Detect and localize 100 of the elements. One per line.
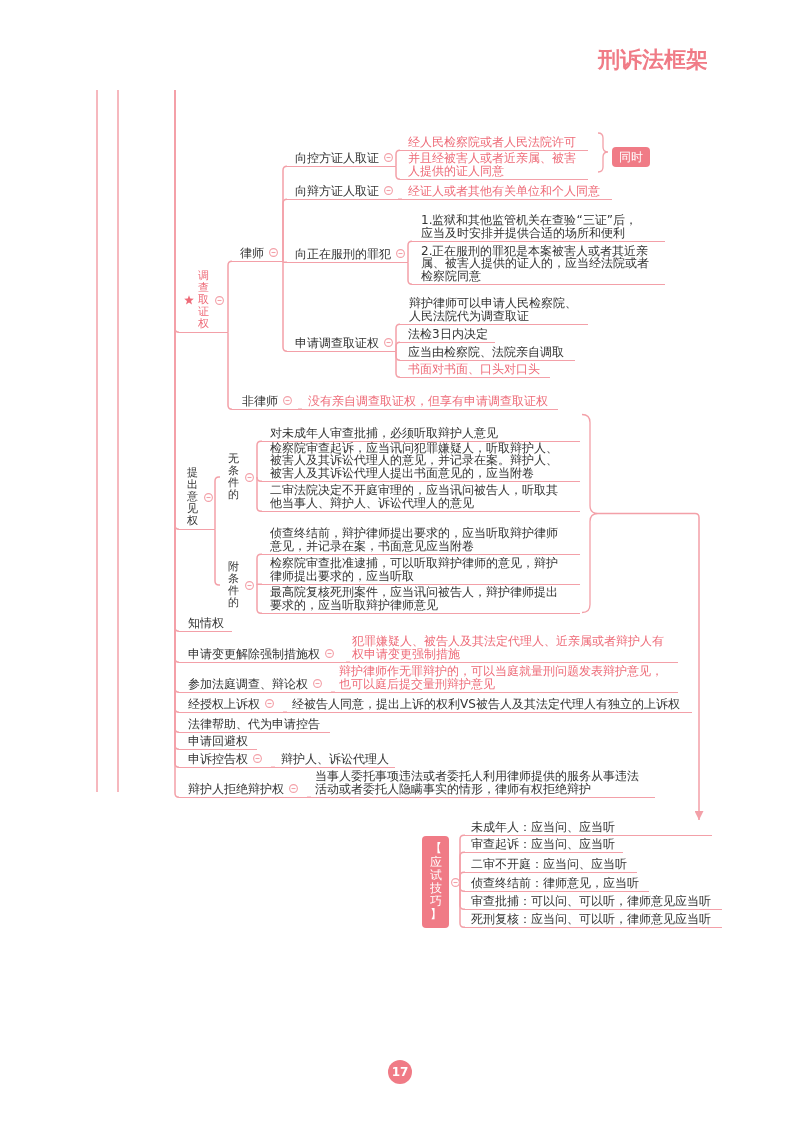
connector-line [227,331,233,410]
connector-line [345,661,351,663]
topic-text: 检察院审查批准逮捕，可以听取辩护律师的意见，辩护律师提出要求的，应当听取 [270,557,559,582]
topic-text: 二审不开庭：应当问、应当听 [471,857,627,870]
topic-branch [232,244,283,262]
topic-branch [287,246,408,263]
topic-text: 二审法院决定不开庭审理的，应当讯问被告人，听取其他当事人、辩护人、诉讼代理人的意见 [270,484,559,509]
topic-branch [311,770,655,798]
topic-branch [179,268,228,333]
topic-branch [465,838,623,853]
topic-text: 法检3日内决定 [408,327,488,340]
connector-line [395,341,401,352]
connector-line [282,260,288,352]
topic-text: 审查批捕：可以问、可以听，律师意见应当听 [471,894,711,907]
curly-brace [582,413,598,614]
topic-branch [262,425,580,442]
topic-text: 知情权 [188,616,224,629]
topic-branch [262,557,580,585]
topic-text: 1.监狱和其他监管机关在查验“三证”后，应当及时安排并提供合适的场所和便利 [421,214,638,239]
page-number: 17 [388,1060,412,1084]
topic-branch [400,327,495,343]
topic-text: 申诉控告权 [188,752,248,765]
page-title: 刑诉法框架 [598,46,708,74]
topic-text: 申请调查取证权 [295,336,379,349]
topic-branch [262,443,580,482]
topic-branch [179,616,232,632]
vertical-text: 无条件的 [228,452,239,502]
topic-text: 检察院审查起诉，应当讯问犯罪嫌疑人，听取辩护人、被害人及其诉讼代理人的意见，并记录在案。辩护人、被害人及其诉讼代理人提出书面意见的，应当附卷 [270,441,559,479]
topic-text: 向正在服刑的罪犯 [295,247,391,260]
connector-line [395,165,401,180]
connector-line [227,260,233,333]
topic-text: 非律师 [242,394,278,407]
topic-text: 辩护人拒绝辩护权 [188,782,284,795]
connector-line [282,260,288,263]
connector-line [214,476,221,530]
topic-text: 侦查终结前，辩护律师提出要求的，应当听取辩护律师意见，并记录在案，书面意见应当附卷 [270,527,559,552]
topic-branch [465,875,649,892]
topic-text: 经人民检察院或者人民法院许可 [408,135,576,148]
topic-text: 未成年人：应当问、应当听 [471,820,615,833]
topic-branch [287,696,692,713]
topic-branch [350,636,678,663]
topic-text: 2.正在服刑的罪犯是本案被害人或者其近亲属、被害人提供的证人的，应当经法院或者检察院同意 [421,244,650,282]
topic-text: 没有亲自调查取证权，但享有申请调查取证权 [308,394,548,407]
connector-line [407,240,413,263]
topic-text: 向辩方证人取证 [295,184,379,197]
topic-text: 申请变更解除强制措施权 [188,647,320,660]
topic-branch [262,527,580,555]
connector-line [330,691,336,693]
topic-branch [179,676,331,693]
topic-text: 辩护律师作无罪辩护的，可以当庭就量刑问题发表辩护意见，也可以庭后提交量刑辩护意见 [339,665,664,690]
topic-text: 书面对书面、口头对口头 [408,362,540,375]
topic-text: 辩护律师可以申请人民检察院、人民法院代为调查取证 [409,297,578,322]
topic-branch [400,151,588,180]
connector-line [407,261,413,285]
topic-branch [262,484,580,512]
topic-branch [412,212,665,242]
topic-branch [275,752,395,768]
topic-branch [465,856,637,873]
topic-branch [400,345,575,361]
topic-branch [232,393,298,410]
topic-branch [262,586,580,614]
topic-text: 辩护人、诉讼代理人 [281,752,389,765]
topic-text: 对未成年人审查批捕，必须听取辩护人意见 [270,426,498,439]
topic-branch [179,646,346,663]
connector-line [256,553,263,586]
topic-branch [400,296,588,325]
topic-text: 犯罪嫌疑人、被告人及其法定代理人、近亲属或者辩护人有权申请变更强制措施 [352,635,665,660]
connector-line [459,871,466,883]
topic-text: 最高院复核死刑案件，应当讯问被告人，辩护律师提出要求的，应当听取辩护律师意见 [270,586,559,611]
topic-text: 应当由检察院、法院亲自调取 [408,345,564,358]
connector-line [397,198,403,200]
topic-text: 审查起诉：应当问、应当听 [471,837,615,850]
topic-branch [402,183,612,200]
topic-text: 向控方证人取证 [295,151,379,164]
connector-line [282,198,288,262]
connector-line [297,408,303,410]
vertical-text: 调查取证权 [198,269,209,331]
topic-branch [287,335,396,352]
vertical-text: 附条件的 [228,560,239,610]
topic-text: 律师 [240,246,264,259]
topic-text: 法律帮助、代为申请控告 [188,717,320,730]
summary-tag: 同时 [612,147,650,167]
topic-branch [412,243,665,285]
topic-branch [179,716,330,733]
topic-branch [465,820,712,836]
topic-text: 参加法庭调查、辩论权 [188,677,308,690]
topic-branch [179,781,307,798]
topic-text: 经授权上诉权 [188,697,260,710]
connector-line [270,766,276,768]
topic-branch [179,696,283,713]
connector-line [256,476,263,512]
topic-branch [465,894,722,910]
topic-text: 侦查终结前：律师意见，应当听 [471,876,639,889]
topic-branch [335,665,678,693]
connector-line [395,350,401,378]
topic-branch [287,149,396,167]
connector-line [395,149,401,167]
connector-line [306,796,312,798]
topic-branch [179,465,215,530]
connector-line [214,528,221,586]
